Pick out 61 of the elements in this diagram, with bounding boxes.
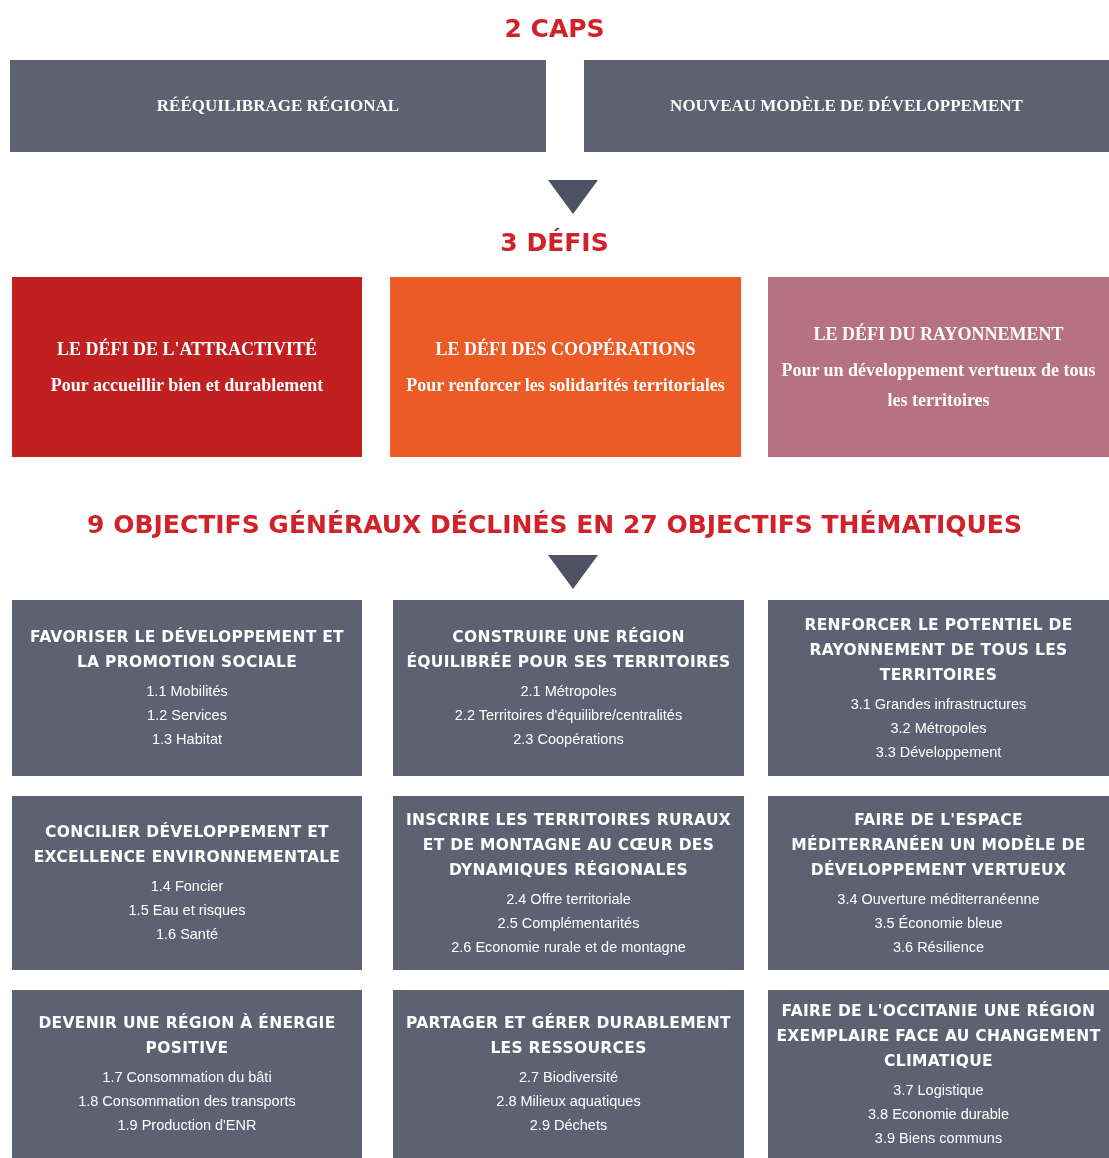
list-item: 1.7 Consommation du bâti (102, 1068, 272, 1087)
list-item: 2.7 Biodiversité (518, 1068, 619, 1087)
objective-box (768, 990, 1109, 1158)
list-item: 3.9 Biens communs (874, 1128, 1003, 1148)
list-item: 3.5 Économie bleue (874, 913, 1003, 933)
box-title: PARTAGER ET GÉRER DURABLEMENT LES RESSOURCES (405, 1012, 732, 1059)
section-heading: 3 DÉFIS (499, 228, 610, 257)
box-title: FAIRE DE L'OCCITANIE UNE RÉGION EXEMPLAIRE FACE AU CHANGEMENT CLIMATIQUE (776, 1000, 1101, 1072)
box-title: LE DÉFI DU RAYONNEMENT (812, 322, 1065, 346)
objective-box (393, 990, 744, 1158)
list-item: 2.5 Complémentarités (497, 913, 640, 933)
box-title: NOUVEAU MODÈLE DE DÉVELOPPEMENT (670, 96, 1023, 116)
list-item: 2.4 Offre territoriale (506, 889, 631, 909)
objective-box (768, 796, 1109, 970)
objective-box (12, 990, 362, 1158)
challenge-box (390, 277, 741, 457)
list-item: 3.4 Ouverture méditerranéenne (837, 889, 1040, 909)
goal-box (584, 60, 1109, 152)
list-item: 1.6 Santé (155, 925, 219, 944)
objective-box (12, 600, 362, 776)
list-item: 3.7 Logistique (893, 1080, 984, 1100)
box-title: INSCRIRE LES TERRITOIRES RURAUX ET DE MONTAGNE AU CŒUR DES DYNAMIQUES RÉGIONALES (404, 809, 733, 881)
list-item: 1.4 Foncier (150, 877, 224, 896)
section-heading: 9 OBJECTIFS GÉNÉRAUX DÉCLINÉS EN 27 OBJECTIFS THÉMATIQUES (86, 510, 1023, 539)
box-subtitle: Pour un développement vertueux de tous les territoires (780, 359, 1097, 412)
box-title: FAVORISER LE DÉVELOPPEMENT ET LA PROMOTION SOCIALE (29, 626, 345, 673)
list-item: 2.2 Territoires d'équilibre/centralités (454, 706, 683, 725)
box-title: FAIRE DE L'ESPACE MÉDITERRANÉEN UN MODÈLE DE DÉVELOPPEMENT VERTUEUX (790, 809, 1087, 881)
section-heading: 2 CAPS (503, 14, 606, 43)
box-title: RÉÉQUILIBRAGE RÉGIONAL (156, 96, 400, 116)
list-item: 2.6 Economie rurale et de montagne (451, 937, 686, 957)
goal-box (10, 60, 546, 152)
box-title: LE DÉFI DE L'ATTRACTIVITÉ (55, 337, 319, 361)
list-item: 1.9 Production d'ENR (117, 1116, 257, 1135)
list-item: 1.1 Mobilités (146, 682, 228, 701)
objective-box (768, 600, 1109, 776)
box-title: LE DÉFI DES COOPÉRATIONS (434, 337, 697, 361)
box-title: CONCILIER DÉVELOPPEMENT ET EXCELLENCE ENVIRONNEMENTALE (32, 821, 342, 868)
list-item: 2.8 Milieux aquatiques (496, 1092, 641, 1111)
list-item: 1.8 Consommation des transports (78, 1092, 296, 1111)
list-item: 3.2 Métropoles (890, 718, 987, 738)
list-item: 2.1 Métropoles (520, 682, 617, 701)
objective-box (393, 600, 744, 776)
list-item: 2.9 Déchets (529, 1116, 608, 1135)
box-title: RENFORCER LE POTENTIEL DE RAYONNEMENT DE TOUS LES TERRITOIRES (803, 614, 1074, 686)
box-subtitle: Pour renforcer les solidarités territoriales (406, 374, 725, 397)
objective-box (12, 796, 362, 970)
list-item: 1.2 Services (147, 706, 227, 725)
box-subtitle: Pour accueillir bien et durablement (50, 374, 324, 397)
list-item: 1.3 Habitat (151, 730, 223, 749)
list-item: 3.8 Economie durable (867, 1104, 1010, 1124)
box-title: CONSTRUIRE UNE RÉGION ÉQUILIBRÉE POUR SES TERRITOIRES (405, 626, 732, 673)
box-title: DEVENIR UNE RÉGION À ÉNERGIE POSITIVE (37, 1012, 337, 1059)
list-item: 3.1 Grandes infrastructures (850, 694, 1027, 714)
challenge-box (12, 277, 362, 457)
list-item: 3.3 Développement (875, 742, 1002, 762)
challenge-box (768, 277, 1109, 457)
list-item: 3.6 Résilience (892, 937, 985, 957)
list-item: 1.5 Eau et risques (128, 901, 246, 920)
list-item: 2.3 Coopérations (513, 730, 624, 749)
objective-box (393, 796, 744, 970)
